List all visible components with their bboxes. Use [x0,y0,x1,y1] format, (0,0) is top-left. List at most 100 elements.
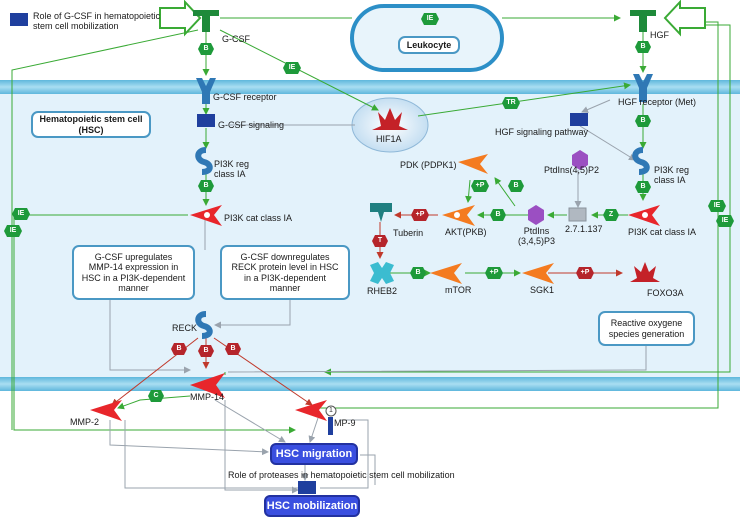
pdk-label[interactable]: PDK (PDPK1) [400,160,457,170]
gcsf-receptor-shape [196,78,216,104]
badge-t [372,235,388,247]
tuberin-label[interactable]: Tuberin [393,228,424,238]
mmp2-label[interactable]: MMP-2 [70,417,99,427]
membrane-top [0,80,740,94]
role-gcsf-square [10,13,28,26]
hgf-label[interactable]: HGF [650,30,669,40]
reck-shape [195,311,213,339]
badge-b-r2-text: B [203,347,209,354]
enzyme-label[interactable]: 2.7.1.137 [565,224,603,234]
sgk1-label[interactable]: SGK1 [530,285,555,295]
badge-b-7-text: B [513,182,519,189]
hgf-signaling-square [570,113,588,126]
badge-b-7 [508,180,524,192]
badge-b-5-text: B [640,183,646,190]
badge-ie-5-text: IE [713,202,721,209]
mmp14-shape [190,373,225,398]
role-proteases-label[interactable]: Role of proteases in hematopoietic stem … [228,470,455,480]
badge-ie-1-text: IE [426,15,434,22]
ptdins45p2-shape [572,150,588,170]
hgf-ligand-shape [630,10,656,32]
gcsf-receptor-label[interactable]: G-CSF receptor [213,92,277,102]
ptdins45p2-label[interactable]: PtdIns(4,5)P2 [544,165,600,175]
badge-ie-1 [421,13,439,25]
ros-box[interactable]: Reactive oxygene species generation [598,311,695,346]
badge-b-8-text: B [415,269,421,276]
hgf-receptor-shape [633,74,653,102]
badge-b-r3 [225,343,241,355]
hif1a-label[interactable]: HIF1A [376,134,402,144]
badge-b-1-text: B [203,45,209,52]
role-proteases-square [298,481,316,494]
badge-p-2 [485,267,503,279]
leukocyte-label[interactable]: Leukocyte [398,36,460,54]
mmp14-up-box[interactable]: G-CSF upregulates MMP-14 expression in H… [72,245,195,300]
gcsf-input-arrow [159,0,202,37]
badge-ie-6-text: IE [721,217,729,224]
tuberin-shape [370,203,392,222]
sgk1-shape [522,263,554,284]
mmp2-shape [90,400,122,421]
hsc-label: Hematopoietic stem cell (HSC) [31,111,151,138]
pdk-shape [458,154,488,174]
badge-tr-text: TR [506,99,516,106]
hif1a-shape [372,108,408,130]
badge-t-text: T [377,237,383,244]
pi3k-reg-right-label[interactable]: PI3K reg class IA [654,165,690,185]
badge-b-r1 [171,343,187,355]
badge-ie-3 [12,208,30,220]
hgf-input-arrow [663,0,706,37]
badge-b-r1-text: B [176,345,182,352]
hgf-signaling-label[interactable]: HGF signaling pathway [495,127,589,137]
role-gcsf-label[interactable]: Role of G-CSF in hematopoietic stem cell… [33,11,161,31]
badge-b-r2 [198,345,214,357]
foxo3a-shape [630,262,660,282]
badge-p-1-text: +P [475,182,485,189]
mmp9-label[interactable]: MP-9 [334,418,356,428]
reck-label[interactable]: RECK [172,323,198,333]
foxo3a-label[interactable]: FOXO3A [647,288,684,298]
mmp9-count-text: 1 [329,407,333,414]
badge-p-r2 [576,267,594,279]
badge-c-text: C [153,392,159,399]
badge-z [603,209,619,221]
mmp9-shape [295,400,327,421]
pi3k-reg-right-shape [632,147,650,175]
membrane-bottom [0,377,740,391]
rheb2-label[interactable]: RHEB2 [367,286,398,296]
enzyme-shape [568,207,587,222]
ptdins345p3-label[interactable]: PtdIns (3,4,5)P3 [518,226,556,246]
hgf-receptor-label[interactable]: HGF receptor (Met) [618,97,697,107]
badge-b-r3-text: B [230,345,236,352]
badge-b-8 [410,267,426,279]
badge-b-2 [198,180,214,192]
badge-z-text: Z [608,211,614,218]
badge-c [148,390,164,402]
reck-down-box[interactable]: G-CSF downregulates RECK protein level i… [220,245,350,300]
hsc-migration-box[interactable]: HSC migration [270,443,358,465]
badge-b-3-text: B [640,43,646,50]
mtor-label[interactable]: mTOR [445,285,472,295]
badge-b-4 [635,115,651,127]
badge-b-4-text: B [640,117,646,124]
badge-p-r1 [411,209,429,221]
badge-b-6-text: B [495,211,501,218]
badge-ie-2-text: IE [288,64,296,71]
gcsf-signaling-square [197,114,215,127]
gcsf-label[interactable]: G-CSF [222,34,250,44]
mmp14-label[interactable]: MMP-14 [190,392,225,402]
gcsf-signaling-label[interactable]: G-CSF signaling [218,120,285,130]
akt-label[interactable]: AKT(PKB) [445,227,487,237]
mmp9-bar [328,417,333,435]
badge-b-2-text: B [203,182,209,189]
pi3k-cat-left-label[interactable]: PI3K cat class IA [224,213,293,223]
pi3k-reg-left-label[interactable]: PI3K reg class IA [214,159,250,179]
badge-ie-4 [4,225,22,237]
hsc-mobilization-box[interactable]: HSC mobilization [264,495,360,517]
badge-p-r1-text: +P [415,211,425,218]
badge-b-5 [635,181,651,193]
pi3k-cat-right-label[interactable]: PI3K cat class IA [628,227,697,237]
badge-tr [502,97,520,109]
mmp9-count-circle [325,405,337,417]
